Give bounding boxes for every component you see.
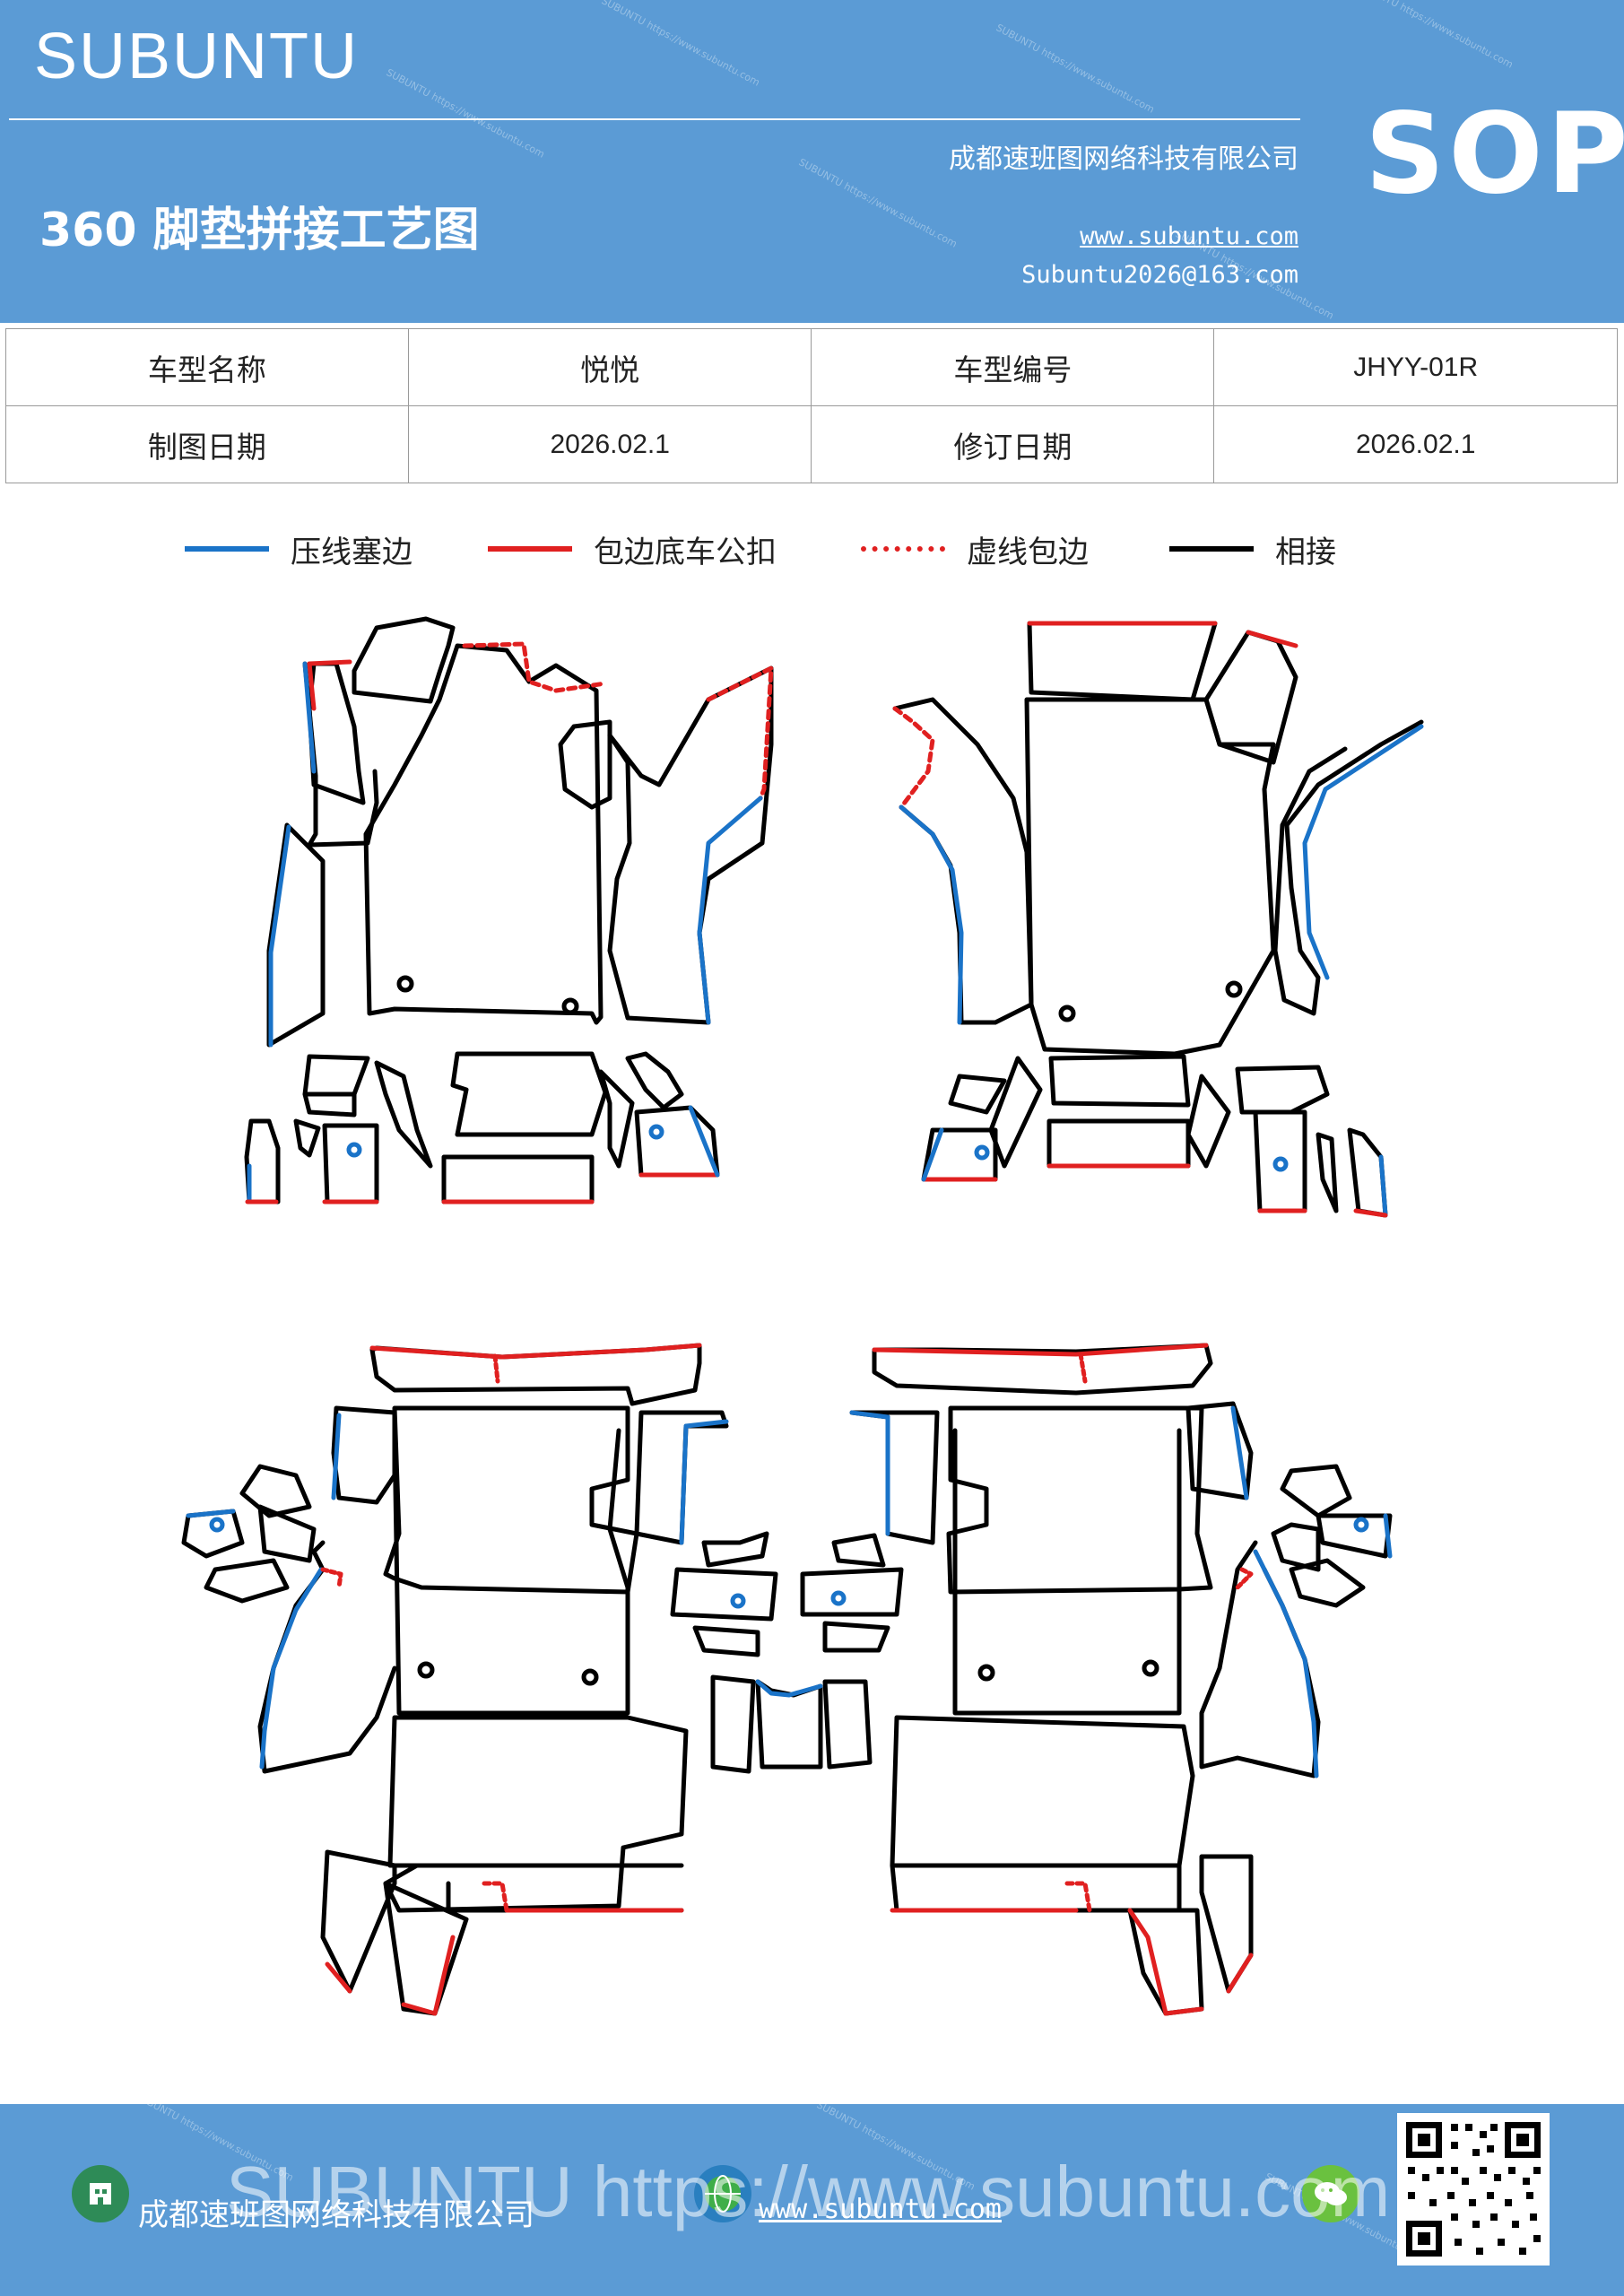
revise-date-value: 2026.02.1: [1213, 405, 1618, 483]
vehicle-info-table: 车型名称 悦悦 车型编号 JHYY-01R 制图日期 2026.02.1 修订日…: [5, 328, 1618, 483]
header-divider: [9, 118, 1300, 120]
wechat-icon: [1302, 2165, 1359, 2222]
table-row: 制图日期 2026.02.1 修订日期 2026.02.1: [5, 405, 1618, 483]
legend-item-red: 包边底车公扣: [488, 531, 777, 570]
model-code-label: 车型编号: [811, 328, 1215, 406]
draw-date-label: 制图日期: [5, 405, 409, 483]
model-name-label: 车型名称: [5, 328, 409, 406]
watermark-text: SUBUNTU https://www.subuntu.com: [384, 66, 547, 161]
sop-badge: SOP: [1365, 90, 1624, 219]
black-line-swatch: [1169, 546, 1254, 552]
legend-label: 虚线包边: [967, 534, 1089, 570]
legend-label: 压线塞边: [291, 534, 413, 570]
model-name-value: 悦悦: [407, 328, 812, 406]
watermark-text: SUBUNTU https://www.subuntu.com: [1352, 0, 1515, 71]
building-icon: [72, 2165, 129, 2222]
watermark-text: SUBUNTU https://www.subuntu.com: [599, 0, 762, 89]
front-left-mat: [244, 616, 774, 1205]
draw-date-value: 2026.02.1: [407, 405, 812, 483]
globe-icon: [694, 2165, 751, 2222]
legend-item-blue: 压线塞边: [185, 531, 413, 570]
rear-right-mat: [849, 1343, 1393, 2016]
footer-website-link[interactable]: www.subuntu.com: [759, 2194, 1002, 2225]
front-right-mat: [892, 621, 1424, 1218]
red-line-swatch: [488, 546, 572, 552]
legend-item-black: 相接: [1169, 531, 1336, 570]
email-address[interactable]: Subuntu2026@163.com: [1021, 261, 1298, 289]
qr-code[interactable]: [1397, 2113, 1550, 2266]
footer-watermark: SUBUNTU https://www.subuntu.com: [226, 2152, 1391, 2231]
page-title: 360 脚垫拼接工艺图: [39, 204, 480, 257]
watermark-text: SUBUNTU https://www.subuntu.com: [994, 22, 1157, 116]
dotted-line-swatch: [861, 546, 945, 552]
legend-label: 相接: [1275, 534, 1336, 570]
rear-left-mat: [181, 1343, 729, 2016]
table-row: 车型名称 悦悦 车型编号 JHYY-01R: [5, 328, 1618, 406]
legend: 压线塞边 包边底车公扣 虚线包边 相接: [0, 531, 1624, 570]
legend-item-red-dotted: 虚线包边: [861, 531, 1089, 570]
model-code-value: JHYY-01R: [1213, 328, 1618, 406]
watermark-text: SUBUNTU https://www.subuntu.com: [796, 156, 960, 250]
header-banner: SUBUNTU https://www.subuntu.com SUBUNTU …: [0, 0, 1624, 323]
footer-banner: SUBUNTU https://www.subuntu.com SUBUNTU …: [0, 2090, 1624, 2296]
blue-line-swatch: [185, 546, 269, 552]
legend-label: 包边底车公扣: [594, 534, 777, 570]
center-console-pieces: [670, 1531, 904, 1774]
revise-date-label: 修订日期: [811, 405, 1215, 483]
company-name: 成都速班图网络科技有限公司: [949, 144, 1298, 175]
mat-splicing-diagram: [181, 616, 1424, 2016]
website-link[interactable]: www.subuntu.com: [1080, 222, 1298, 250]
footer-company-name: 成都速班图网络科技有限公司: [138, 2197, 534, 2233]
brand-name: SUBUNTU: [34, 21, 360, 92]
